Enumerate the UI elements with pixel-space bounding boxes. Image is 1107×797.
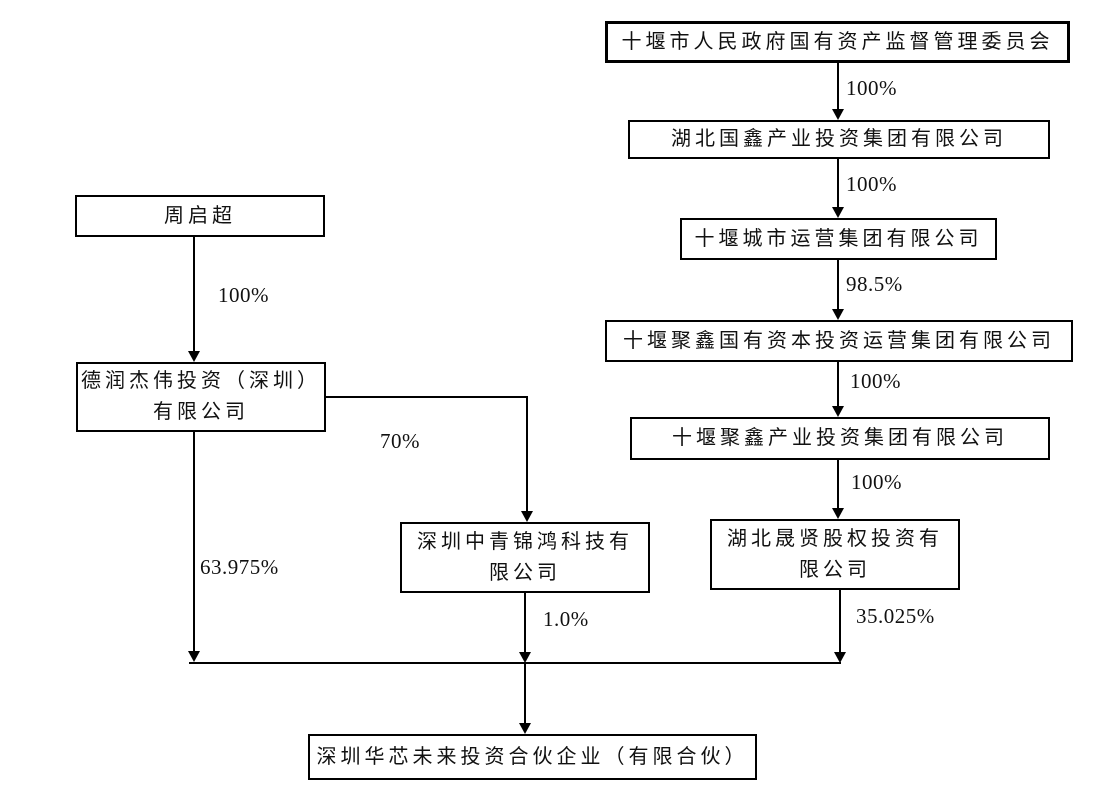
edge-label-zhongqing-to-huaxin: 1.0% bbox=[543, 607, 589, 631]
node-shiyan-city-operation: 十堰城市运营集团有限公司 bbox=[680, 218, 997, 260]
edge-line-derun-to-zhongqing-vertical bbox=[526, 396, 528, 511]
arrowhead-down-icon bbox=[832, 207, 844, 218]
edge-line-guoxin-to-chengyun bbox=[837, 159, 839, 207]
node-hubei-shengxian: 湖北晟贤股权投资有 限公司 bbox=[710, 519, 960, 590]
edge-line-derun-to-zhongqing-horizontal bbox=[326, 396, 528, 398]
edge-label-derun-to-zhongqing: 70% bbox=[380, 429, 420, 453]
node-shiyan-juxin-industry: 十堰聚鑫产业投资集团有限公司 bbox=[630, 417, 1050, 460]
edge-line-zhou-to-derun bbox=[193, 237, 195, 351]
edge-label-juxin-guoyou-to-juxin-chanye: 100% bbox=[850, 369, 901, 393]
arrowhead-down-icon bbox=[519, 652, 531, 663]
edge-line-collector-to-huaxin bbox=[524, 664, 526, 723]
node-zhou-qichao: 周启超 bbox=[75, 195, 325, 237]
node-shiyan-juxin-state-capital: 十堰聚鑫国有资本投资运营集团有限公司 bbox=[605, 320, 1073, 362]
arrowhead-down-icon bbox=[834, 652, 846, 663]
node-shiyan-sasac: 十堰市人民政府国有资产监督管理委员会 bbox=[605, 21, 1070, 63]
edge-line-sasac-to-guoxin bbox=[837, 63, 839, 110]
edge-label-derun-to-huaxin: 63.975% bbox=[200, 555, 279, 579]
arrowhead-down-icon bbox=[832, 406, 844, 417]
edge-label-shengxian-to-huaxin: 35.025% bbox=[856, 604, 935, 628]
arrowhead-down-icon bbox=[521, 511, 533, 522]
edge-label-chengyun-to-juxin-guoyou: 98.5% bbox=[846, 272, 903, 296]
node-shenzhen-huaxin-future: 深圳华芯未来投资合伙企业（有限合伙） bbox=[308, 734, 757, 780]
edge-line-shengxian-to-collector bbox=[839, 590, 841, 652]
edge-line-zhongqing-to-collector bbox=[524, 593, 526, 652]
arrowhead-down-icon bbox=[832, 508, 844, 519]
arrowhead-down-icon bbox=[188, 651, 200, 662]
edge-label-sasac-to-guoxin: 100% bbox=[846, 76, 897, 100]
edge-line-chengyun-to-juxin-guoyou bbox=[837, 260, 839, 309]
collector-line bbox=[189, 662, 841, 664]
edge-line-juxin-guoyou-to-juxin-chanye bbox=[837, 362, 839, 406]
edge-label-zhou-to-derun: 100% bbox=[218, 283, 269, 307]
arrowhead-down-icon bbox=[519, 723, 531, 734]
edge-label-guoxin-to-chengyun: 100% bbox=[846, 172, 897, 196]
arrowhead-down-icon bbox=[832, 109, 844, 120]
edge-label-juxin-chanye-to-shengxian: 100% bbox=[851, 470, 902, 494]
node-shenzhen-zhongqing-jinhong: 深圳中青锦鸿科技有 限公司 bbox=[400, 522, 650, 593]
node-hubei-guoxin: 湖北国鑫产业投资集团有限公司 bbox=[628, 120, 1050, 159]
edge-line-derun-to-collector bbox=[193, 432, 195, 651]
edge-line-juxin-chanye-to-shengxian bbox=[837, 460, 839, 508]
node-derun-jiewei: 德润杰伟投资（深圳） 有限公司 bbox=[76, 362, 326, 432]
arrowhead-down-icon bbox=[832, 309, 844, 320]
arrowhead-down-icon bbox=[188, 351, 200, 362]
